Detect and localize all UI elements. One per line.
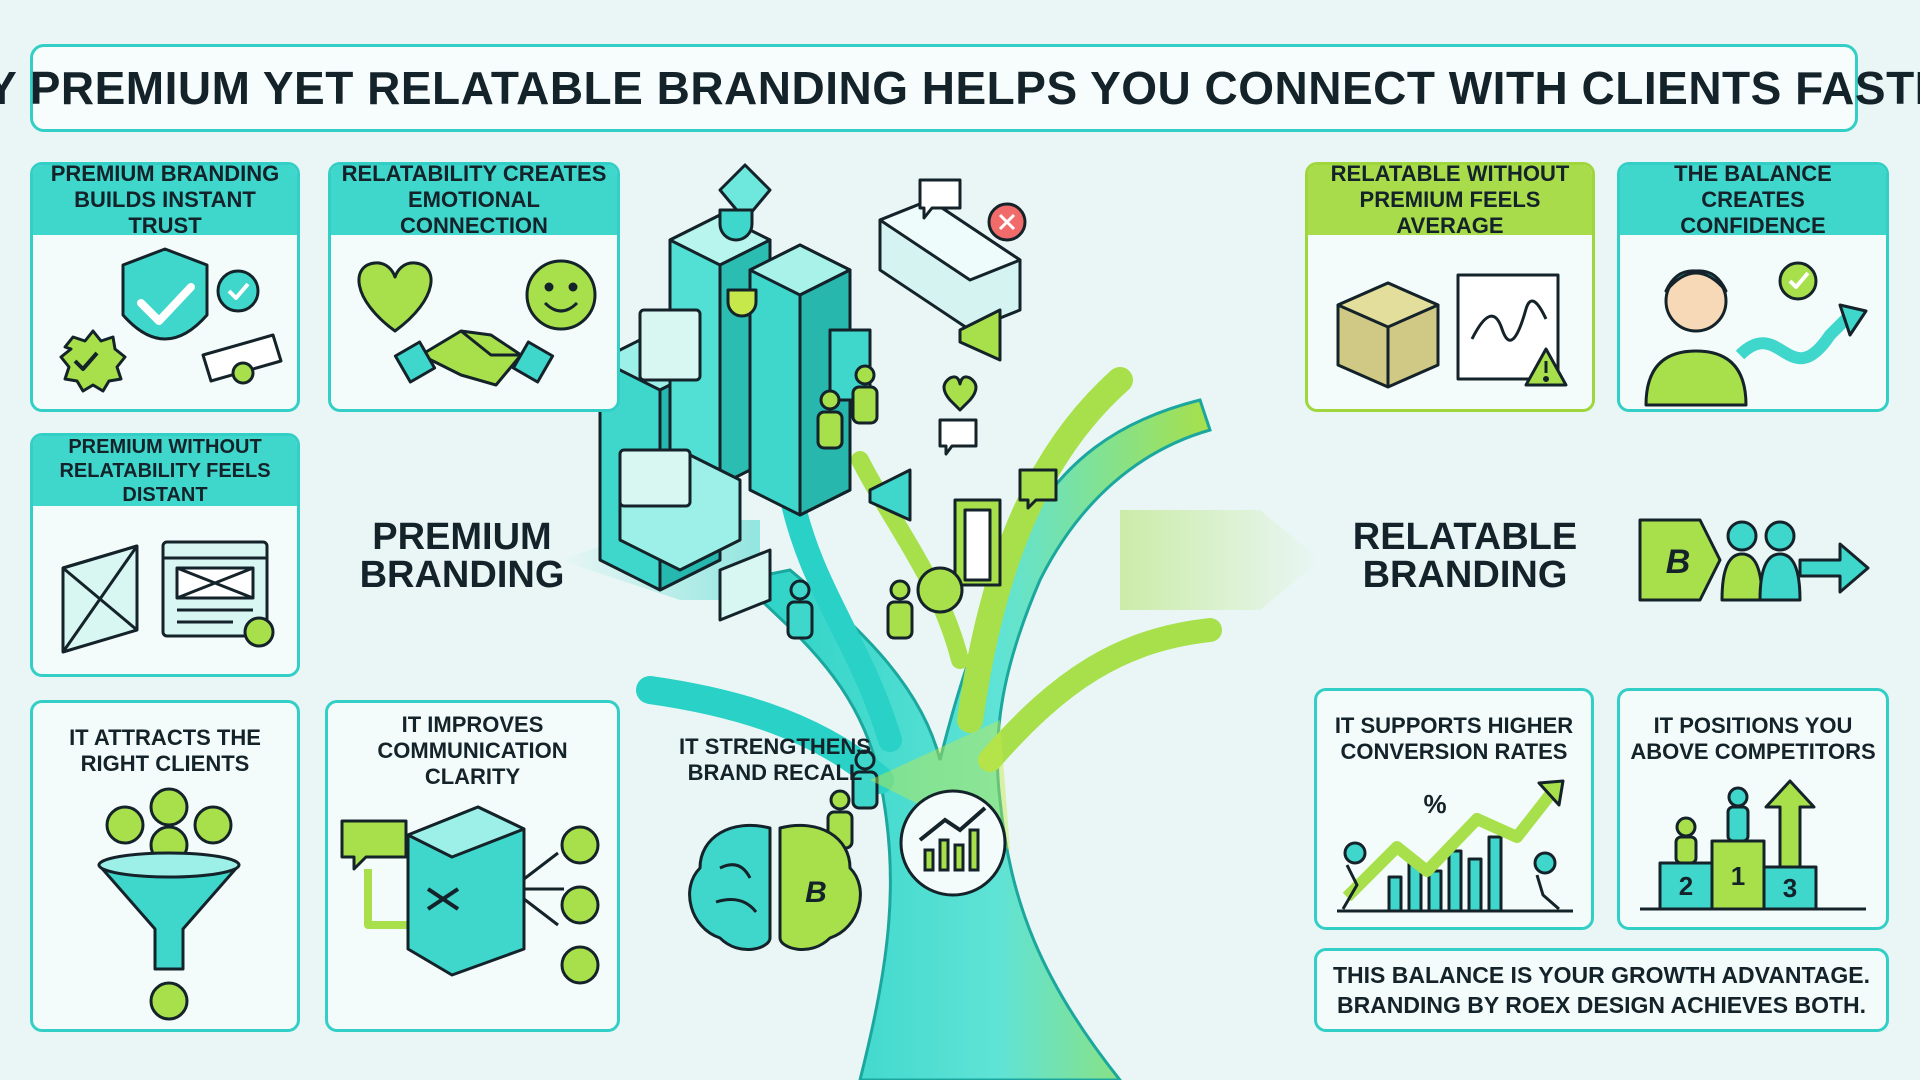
card-title-line: CONVERSION RATES [1340,739,1568,764]
card-brand-recall: IT STRENGTHENS BRAND RECALL B [660,712,890,1032]
arrow-up-icon [1764,779,1816,869]
card-title-line: RIGHT CLIENTS [80,751,250,776]
card-title-line: EMOTIONAL CONNECTION [400,187,548,238]
footer-line: THIS BALANCE IS YOUR GROWTH ADVANTAGE. [1332,962,1871,988]
package-box-icon [1336,281,1440,389]
arrow-right-icon [1798,542,1870,594]
card-communication-clarity: IT IMPROVES COMMUNICATION CLARITY [325,700,620,1032]
card-title-line: PREMIUM BRANDING [50,162,280,186]
card-title-line: PREMIUM WITHOUT [68,436,262,458]
emoji-icon [560,945,600,985]
check-circle-icon [216,269,260,313]
footer-line: BRANDING BY ROEX DESIGN ACHIEVES BOTH. [1336,992,1867,1018]
card-attracts-clients: IT ATTRACTS THE RIGHT CLIENTS [30,700,300,1032]
card-title-line: IT SUPPORTS HIGHER [1334,713,1574,738]
card-balance-confidence: THE BALANCE CREATES CONFIDENCE [1617,162,1889,412]
check-circle-icon [1778,261,1818,301]
user-circle-icon [149,787,189,827]
podium-icon: 2 1 3 [1640,779,1866,911]
shield-check-icon [59,247,283,393]
card-premium-distant: PREMIUM WITHOUT RELATABILITY FEELS DISTA… [30,433,300,677]
user-circle-icon [193,805,233,845]
growth-circle-icon [899,789,1007,897]
page-title: WHY PREMIUM YET RELATABLE BRANDING HELPS… [0,62,1920,114]
podium-number: 2 [1679,871,1693,901]
footer-box: THIS BALANCE IS YOUR GROWTH ADVANTAGE. B… [1314,948,1889,1032]
card-title-line: IT ATTRACTS THE [69,725,261,750]
card-title-line: RELATABILITY CREATES [341,162,607,186]
brain-icon: B [688,823,862,952]
card-title-line: RELATABILITY FEELS DISTANT [59,460,271,506]
card-above-competitors: IT POSITIONS YOU ABOVE COMPETITORS 2 1 3 [1617,688,1889,930]
card-title-line: IT STRENGTHENS [679,734,871,759]
podium-number: 3 [1783,873,1797,903]
handshake-icon [393,329,555,387]
card-title-line: BUILDS INSTANT TRUST [74,187,256,238]
card-title-line: THE BALANCE [1674,162,1832,186]
brand-logo-icon: B [805,876,827,909]
growth-chart-icon: % [1337,779,1573,913]
card-title-line: COMMUNICATION CLARITY [377,738,568,789]
card-title-line: PREMIUM FEELS AVERAGE [1359,187,1541,238]
percent-icon: % [1423,789,1446,819]
card-conversion-rates: IT SUPPORTS HIGHER CONVERSION RATES % [1314,688,1594,930]
emoji-icon [560,885,600,925]
heart-icon [357,261,433,333]
brand-logo-icon: B [1666,543,1691,581]
card-premium-trust: PREMIUM BRANDING BUILDS INSTANT TRUST [30,162,300,412]
curved-arrow-icon [1735,310,1855,365]
emoji-icon [560,825,600,865]
card-title-line: RELATABLE WITHOUT [1330,162,1570,186]
card-title-line: ABOVE COMPETITORS [1630,739,1876,764]
card-title-line: CREATES CONFIDENCE [1680,187,1826,238]
brand-handoff-icon: B [1638,518,1870,602]
card-emotional-connection: RELATABILITY CREATES EMOTIONAL CONNECTIO… [328,162,620,412]
relatable-branding-label: RELATABLE BRANDING [1352,516,1578,596]
central-tree-illustration [560,163,1320,1080]
funnel-icon [97,863,241,971]
card-title-line: BRAND RECALL [687,760,863,785]
badge-check-icon [59,329,127,393]
premium-branding-label: PREMIUM BRANDING [359,516,565,596]
user-circle-icon [105,805,145,845]
card-title-line: IT POSITIONS YOU [1653,713,1853,738]
card-relatable-average: RELATABLE WITHOUT PREMIUM FEELS AVERAGE [1305,162,1595,412]
title-banner: WHY PREMIUM YET RELATABLE BRANDING HELPS… [0,44,1920,132]
person-icon [1644,269,1748,407]
user-circle-icon [149,981,189,1021]
certificate-icon [201,333,283,383]
card-title-line: IT IMPROVES [401,712,544,737]
smile-icon [525,259,597,331]
podium-number: 1 [1731,861,1745,891]
chat-box-icon [340,819,408,871]
certificate-badge-icon [243,616,275,648]
